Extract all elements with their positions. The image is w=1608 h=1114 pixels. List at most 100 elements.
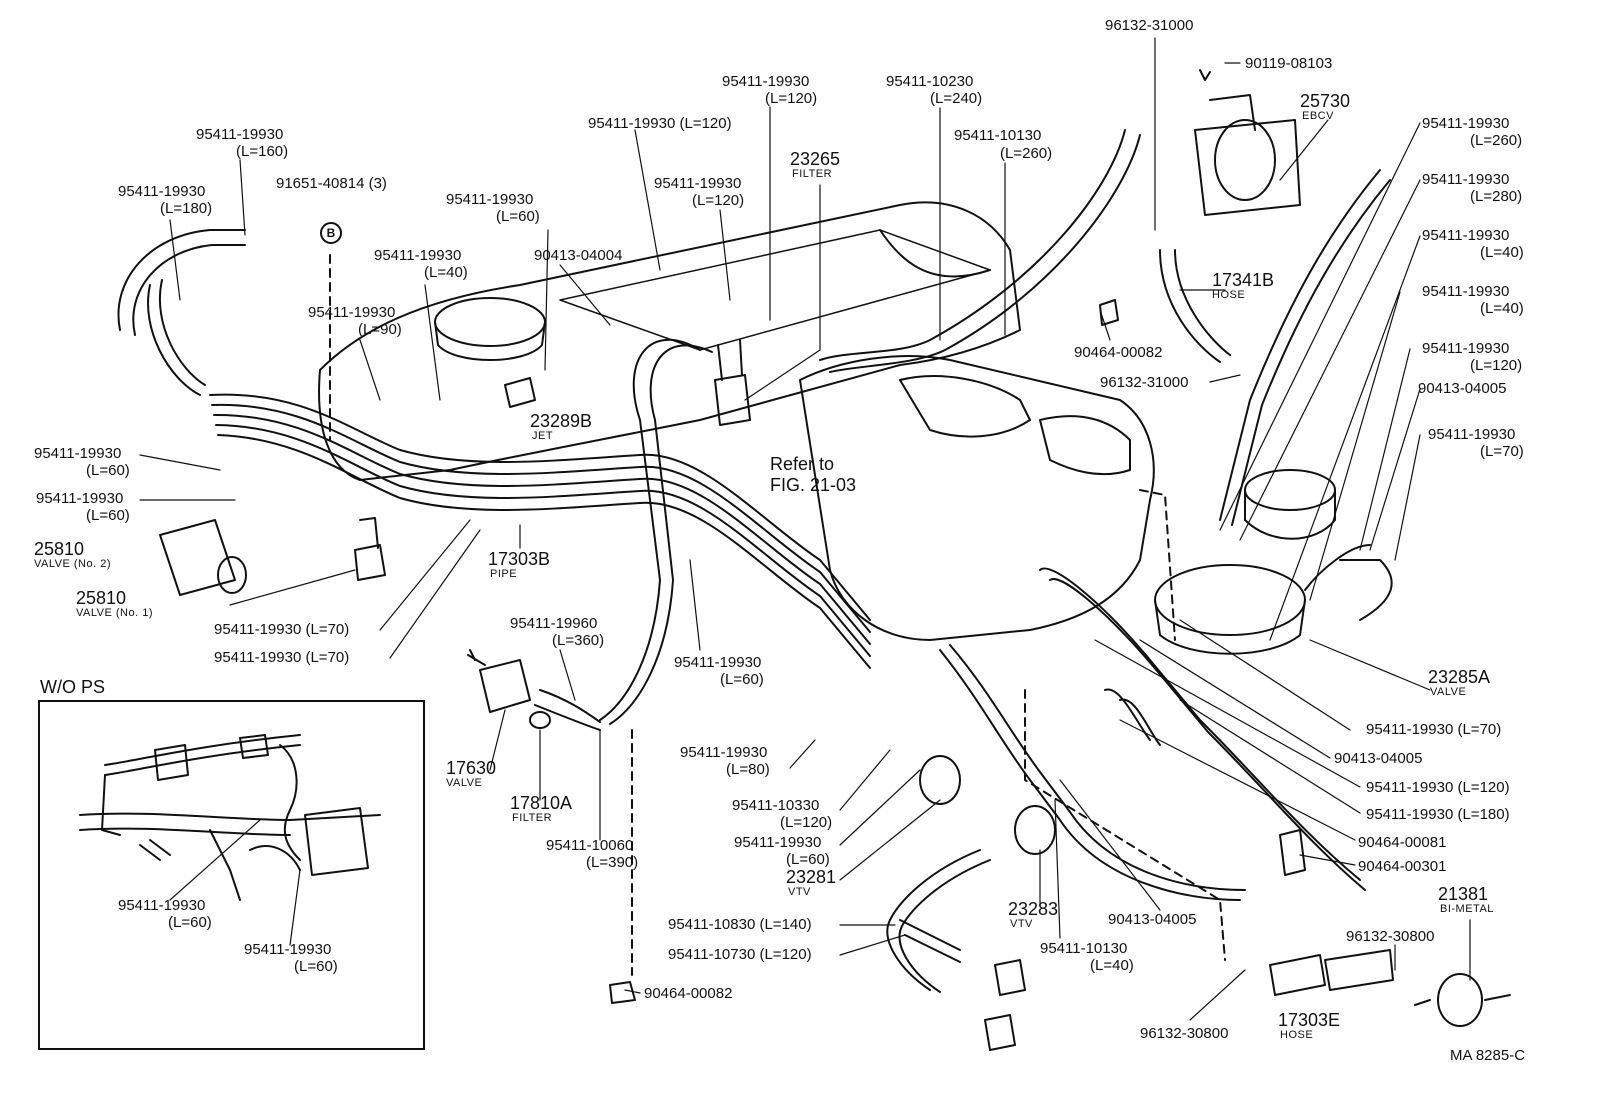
- label-17630: 17630: [446, 758, 497, 778]
- label-right-l40b: 95411-19930: [1422, 283, 1510, 300]
- label-refer-to: Refer to: [770, 454, 835, 474]
- label-95411-19930-l180: 95411-19930: [118, 183, 206, 200]
- w-o-ps-title: W/O PS: [40, 677, 106, 697]
- label-right-l40a-len: (L=40): [1480, 244, 1524, 261]
- label-25810-no2-name: VALVE (No. 2): [34, 558, 112, 570]
- label-90464-00301: 90464-00301: [1358, 858, 1447, 875]
- label-95411-10730: 95411-10730 (L=120): [668, 946, 812, 963]
- label-95411-19930-l120-mid-len: (L=120): [692, 192, 745, 209]
- label-95411-19930-l120-mid: 95411-19930: [654, 175, 742, 192]
- label-23281-name: VTV: [788, 886, 811, 898]
- label-95411-19930-l180-len: (L=180): [160, 200, 213, 217]
- label-23285a-name: VALVE: [1430, 686, 1467, 698]
- label-right-l260-len: (L=260): [1470, 132, 1523, 149]
- label-right-l180-inline: 95411-19930 (L=180): [1366, 806, 1510, 823]
- label-right-l260: 95411-19930: [1422, 115, 1510, 132]
- label-right-l40b-len: (L=40): [1480, 300, 1524, 317]
- label-right-90413-04005: 90413-04005: [1418, 380, 1507, 397]
- label-91651-40814: 91651-40814 (3): [276, 175, 387, 192]
- label-95411-10830: 95411-10830 (L=140): [668, 916, 812, 933]
- label-25730: 25730: [1300, 91, 1351, 111]
- label-17303b-name: PIPE: [490, 568, 518, 580]
- label-90413-04005-low: 90413-04005: [1108, 911, 1197, 928]
- label-21381-name: BI-METAL: [1440, 903, 1494, 915]
- label-90464-00081: 90464-00081: [1358, 834, 1447, 851]
- label-95411-10060: 95411-10060: [546, 837, 634, 854]
- label-25730-name: EBCV: [1302, 110, 1334, 122]
- label-95411-19930-l120-inline: 95411-19930 (L=120): [588, 115, 732, 132]
- label-95411-19930-l40: 95411-19930: [374, 247, 462, 264]
- label-left-l70a: 95411-19930 (L=70): [214, 621, 350, 638]
- label-left-l60a: 95411-19930: [34, 445, 122, 462]
- callout-b: B: [320, 222, 342, 244]
- label-95411-19930-l160-len: (L=160): [236, 143, 289, 160]
- label-95411-19930-l90-len: (L=90): [358, 321, 402, 338]
- label-96132-30800-b: 96132-30800: [1140, 1025, 1229, 1042]
- label-17303b: 17303B: [488, 549, 551, 569]
- label-fig-21-03: FIG. 21-03: [770, 475, 857, 495]
- label-17341b-name: HOSE: [1212, 289, 1246, 301]
- label-wops-l60a-len: (L=60): [168, 914, 212, 931]
- label-mid-l60-len: (L=60): [720, 671, 764, 688]
- label-95411-10130-low: 95411-10130: [1040, 940, 1128, 957]
- label-right-l70: 95411-19930: [1428, 426, 1516, 443]
- label-17303e-name: HOSE: [1280, 1029, 1314, 1041]
- label-95411-19930-l120-top-len: (L=120): [765, 90, 818, 107]
- label-95411-10130: 95411-10130: [954, 127, 1042, 144]
- label-23265: 23265: [790, 149, 841, 169]
- label-90119-08103: 90119-08103: [1245, 55, 1333, 72]
- label-l80: 95411-19930: [680, 744, 768, 761]
- diagram-code: MA 8285-C: [1450, 1047, 1526, 1064]
- label-95411-19930-l60: 95411-19930: [446, 191, 534, 208]
- label-23289b: 23289B: [530, 411, 593, 431]
- label-90413-04004: 90413-04004: [534, 247, 623, 264]
- label-wops-l60b: 95411-19930: [244, 941, 332, 958]
- label-right-l280: 95411-19930: [1422, 171, 1510, 188]
- label-90464-00082-top: 90464-00082: [1074, 344, 1163, 361]
- label-95411-19960: 95411-19960: [510, 615, 598, 632]
- label-left-l60b: 95411-19930: [36, 490, 124, 507]
- label-95411-10230: 95411-10230: [886, 73, 974, 90]
- label-17303e: 17303E: [1278, 1010, 1341, 1030]
- label-96132-31000-mid: 96132-31000: [1100, 374, 1189, 391]
- label-17630-name: VALVE: [446, 777, 483, 789]
- label-25810-no1: 25810: [76, 588, 127, 608]
- label-95411-19930-l120-top: 95411-19930: [722, 73, 810, 90]
- label-95411-10060-len: (L=390): [586, 854, 639, 871]
- label-right-l70-len: (L=70): [1480, 443, 1524, 460]
- label-25810-no1-name: VALVE (No. 1): [76, 607, 154, 619]
- label-right-l120-inline: 95411-19930 (L=120): [1366, 779, 1510, 796]
- label-21381: 21381: [1438, 884, 1489, 904]
- label-mid-l60: 95411-19930: [674, 654, 762, 671]
- label-23281: 23281: [786, 867, 837, 887]
- label-95411-19930-l40-len: (L=40): [424, 264, 468, 281]
- label-right-l120-len: (L=120): [1470, 357, 1523, 374]
- label-23265-name: FILTER: [792, 168, 833, 180]
- label-23283-name: VTV: [1010, 918, 1033, 930]
- label-17810a-name: FILTER: [512, 812, 553, 824]
- label-wops-l60b-len: (L=60): [294, 958, 338, 975]
- label-95411-10130-len: (L=260): [1000, 145, 1053, 162]
- label-96132-30800-a: 96132-30800: [1346, 928, 1435, 945]
- label-left-l60b-len: (L=60): [86, 507, 130, 524]
- label-95411-19930-l90: 95411-19930: [308, 304, 396, 321]
- label-17341b: 17341B: [1212, 270, 1275, 290]
- label-95411-10330: 95411-10330: [732, 797, 820, 814]
- label-95411-10130-low-len: (L=40): [1090, 957, 1134, 974]
- label-low-l60-len: (L=60): [786, 851, 830, 868]
- label-95411-19930-l160: 95411-19930: [196, 126, 284, 143]
- label-95411-19930-l60-len: (L=60): [496, 208, 540, 225]
- label-left-l60a-len: (L=60): [86, 462, 130, 479]
- label-90464-00082-low: 90464-00082: [644, 985, 733, 1002]
- label-right-l280-len: (L=280): [1470, 188, 1523, 205]
- label-95411-10230-len: (L=240): [930, 90, 983, 107]
- label-l80-len: (L=80): [726, 761, 770, 778]
- label-25810-no2: 25810: [34, 539, 85, 559]
- label-23289b-name: JET: [532, 430, 554, 442]
- label-wops-l60a: 95411-19930: [118, 897, 206, 914]
- label-left-l70b: 95411-19930 (L=70): [214, 649, 350, 666]
- label-low-l60: 95411-19930: [734, 834, 822, 851]
- label-96132-31000-top: 96132-31000: [1105, 17, 1194, 34]
